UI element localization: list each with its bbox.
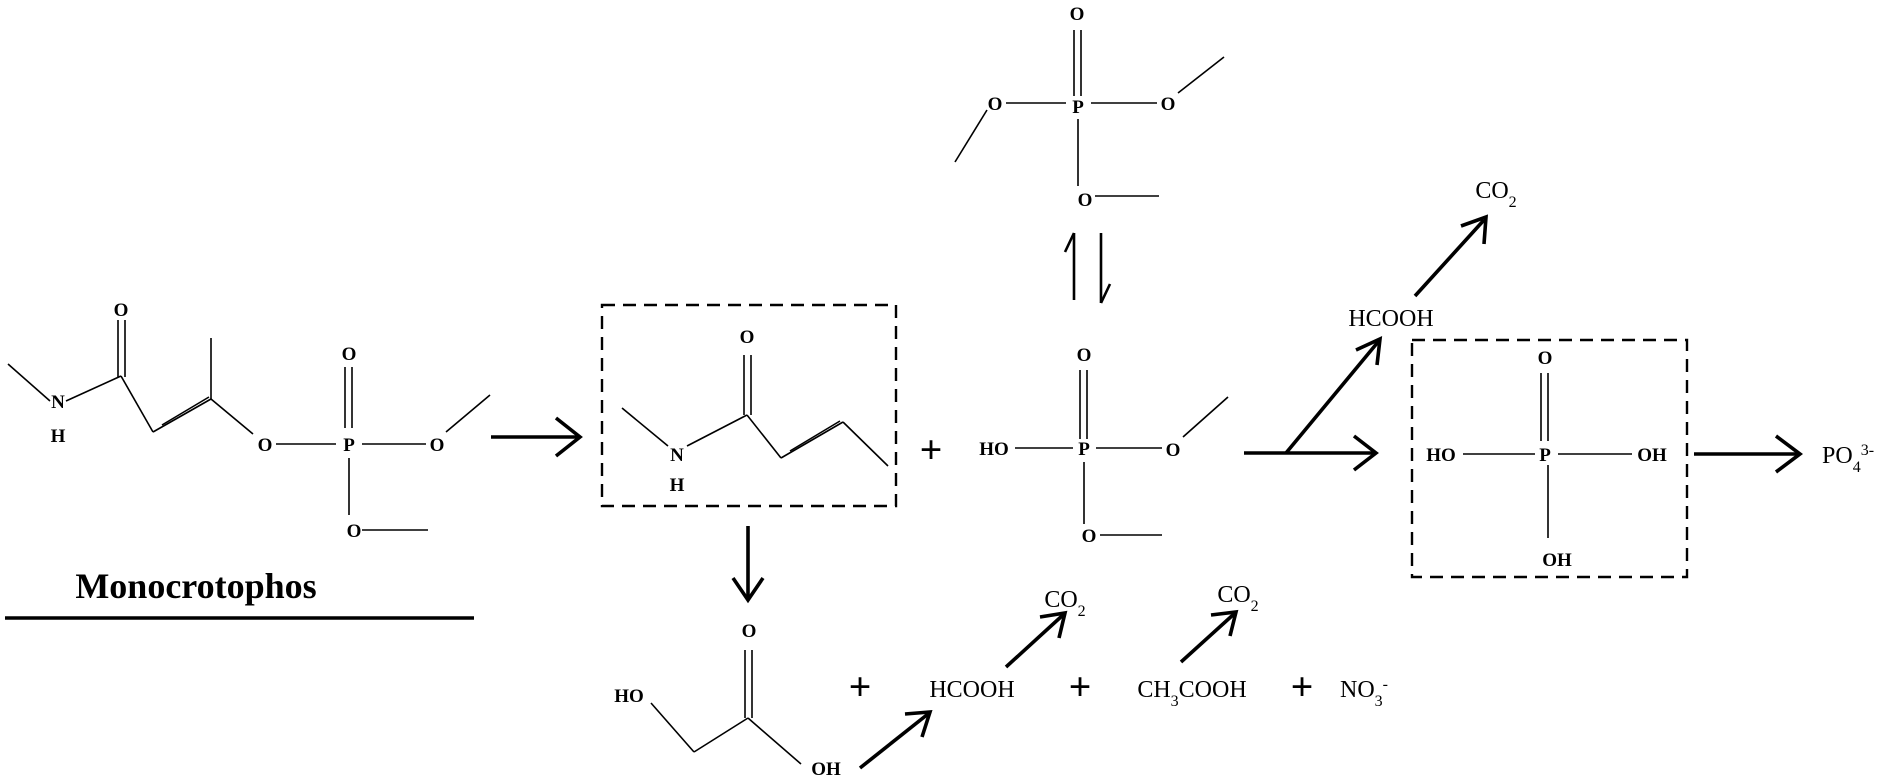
atom-label: O bbox=[1070, 4, 1085, 25]
phosphoric-acid-structure: O HO P OH OH bbox=[1426, 348, 1667, 571]
formic-acid-label: HCOOH bbox=[1348, 306, 1433, 332]
plus-sign: + bbox=[1291, 664, 1314, 709]
glycolic-acid-structure: O HO OH bbox=[614, 621, 841, 780]
bond bbox=[621, 407, 669, 447]
atom-label: HO bbox=[979, 439, 1009, 460]
reaction-arrow-phosphate bbox=[1694, 434, 1803, 474]
branch-arrow bbox=[1244, 336, 1383, 472]
bond bbox=[780, 421, 844, 459]
phosphate-ion-label: PO43- bbox=[1822, 442, 1874, 476]
equilibrium-arrows bbox=[1063, 232, 1112, 304]
co2-label: CO2 bbox=[1217, 582, 1258, 615]
dimethyl-phosphate-structure: O HO P O O bbox=[979, 345, 1229, 547]
bond bbox=[693, 717, 749, 753]
atom-label: O bbox=[1161, 94, 1176, 115]
acetic-acid-label: CH3COOH bbox=[1137, 677, 1246, 710]
bond bbox=[445, 394, 491, 433]
atom-label: O bbox=[1166, 440, 1181, 461]
reaction-arrow-formic bbox=[858, 709, 933, 770]
atom-label: O bbox=[258, 435, 273, 456]
bond bbox=[1177, 56, 1225, 94]
amide-structure: O N H bbox=[621, 327, 889, 496]
reaction-arrow-down bbox=[731, 526, 765, 604]
formic-acid-label: HCOOH bbox=[929, 677, 1014, 703]
bond bbox=[842, 421, 889, 467]
atom-label: P bbox=[343, 435, 355, 456]
atom-label: H bbox=[51, 426, 66, 447]
atom-label: OH bbox=[1637, 445, 1667, 466]
bond bbox=[152, 398, 212, 433]
bond bbox=[650, 702, 695, 753]
reaction-arrow-co2 bbox=[1004, 610, 1068, 669]
bond bbox=[747, 717, 802, 765]
atom-label: N bbox=[51, 392, 65, 413]
atom-label: O bbox=[430, 435, 445, 456]
atom-label: HO bbox=[614, 686, 644, 707]
atom-label: O bbox=[114, 300, 129, 321]
atom-label: O bbox=[347, 521, 362, 542]
atom-label: O bbox=[742, 621, 757, 642]
compound-name: Monocrotophos bbox=[75, 566, 316, 606]
reaction-arrow-co2 bbox=[1413, 214, 1488, 298]
atom-label: O bbox=[1082, 526, 1097, 547]
atom-label: P bbox=[1072, 97, 1084, 118]
bond bbox=[65, 375, 122, 402]
reaction-arrow-co2 bbox=[1179, 609, 1239, 664]
atom-label: P bbox=[1539, 445, 1551, 466]
bond bbox=[120, 375, 154, 433]
bond bbox=[7, 363, 51, 402]
nitrate-label: NO3- bbox=[1340, 676, 1388, 710]
dashed-box-phosphoric-acid bbox=[1410, 338, 1689, 579]
bond bbox=[210, 398, 254, 435]
plus-sign: + bbox=[1069, 664, 1092, 709]
atom-label: N bbox=[670, 445, 684, 466]
bond bbox=[954, 109, 988, 163]
atom-label: H bbox=[670, 475, 685, 496]
atom-label: O bbox=[1078, 190, 1093, 211]
bond bbox=[686, 414, 748, 447]
atom-label: P bbox=[1078, 439, 1090, 460]
bond bbox=[161, 396, 210, 426]
bond bbox=[789, 420, 841, 452]
atom-label: O bbox=[740, 327, 755, 348]
plus-sign: + bbox=[920, 427, 943, 472]
bond bbox=[746, 414, 782, 459]
atom-label: O bbox=[342, 344, 357, 365]
plus-sign: + bbox=[849, 664, 872, 709]
atom-label: O bbox=[988, 94, 1003, 115]
atom-label: OH bbox=[1542, 550, 1572, 571]
atom-label: OH bbox=[811, 759, 841, 780]
monocrotophos-structure: O N H O P O O O Monocrotophos bbox=[5, 300, 491, 620]
reaction-arrow-right bbox=[491, 416, 583, 458]
atom-label: O bbox=[1077, 345, 1092, 366]
co2-label: CO2 bbox=[1044, 587, 1085, 620]
bond bbox=[1182, 396, 1229, 438]
atom-label: O bbox=[1538, 348, 1553, 369]
dashed-box-amide bbox=[600, 303, 898, 508]
atom-label: HO bbox=[1426, 445, 1456, 466]
trimethyl-phosphate-structure: O P O O O bbox=[954, 4, 1225, 211]
co2-label: CO2 bbox=[1475, 178, 1516, 211]
